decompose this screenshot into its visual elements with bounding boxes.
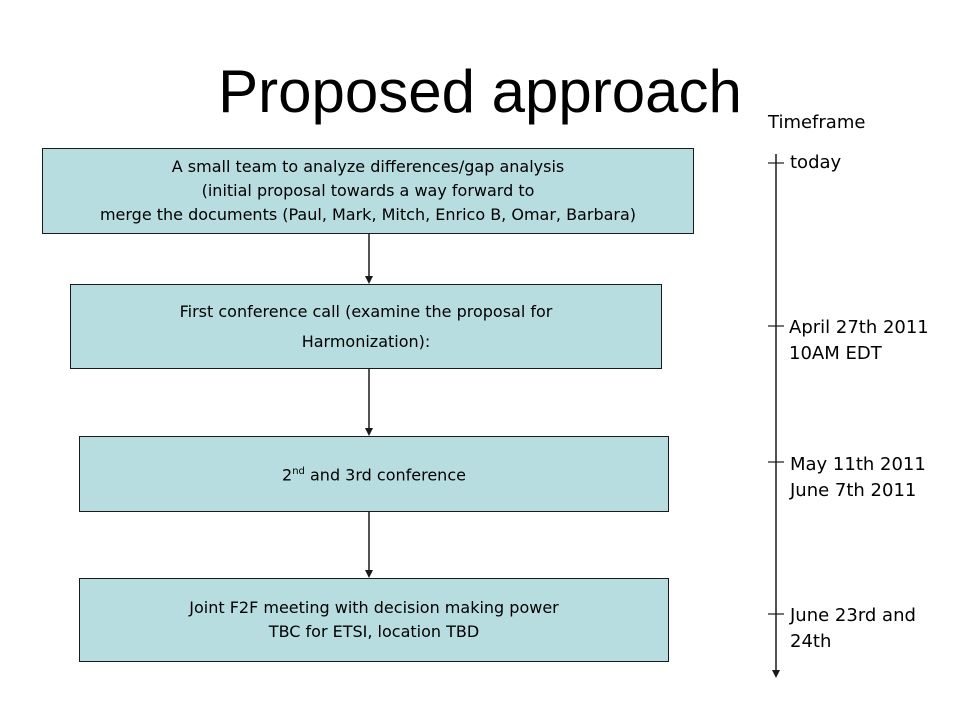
ordinal-number: 2 [282, 465, 293, 485]
ordinal-suffix: nd [292, 466, 305, 478]
step-text-line: Joint F2F meeting with decision making p… [189, 598, 559, 617]
milestone-label: April 27th 2011 10AM EDT [789, 315, 929, 367]
milestone-line: today [790, 152, 842, 173]
step-second-third-conference-box: 2nd and 3rd conference [79, 436, 669, 512]
timeframe-heading: Timeframe [768, 112, 866, 133]
step-f2f-meeting-box: Joint F2F meeting with decision making p… [79, 578, 669, 662]
step-gap-analysis-box: A small team to analyze differences/gap … [42, 148, 694, 234]
milestone-line: 24th [790, 631, 832, 652]
step-text-line: A small team to analyze differences/gap … [171, 157, 565, 176]
milestone-line: June 7th 2011 [790, 480, 917, 501]
step-text-line: First conference call (examine the propo… [179, 301, 553, 321]
slide-title: Proposed approach [218, 58, 742, 125]
milestone-label: June 23rd and 24th [790, 603, 916, 655]
step-text-line: (initial proposal towards a way forward … [201, 181, 535, 200]
step-text-line: merge the documents (Paul, Mark, Mitch, … [99, 205, 637, 224]
step-text-line: Harmonization): [301, 331, 431, 351]
milestone-line: May 11th 2011 [790, 454, 926, 475]
milestone-label: May 11th 2011 June 7th 2011 [790, 452, 926, 504]
milestone-line: 10AM EDT [789, 343, 882, 364]
step-first-call-box: First conference call (examine the propo… [70, 284, 662, 369]
milestone-line: June 23rd and [790, 605, 916, 626]
step-text-rest: and 3rd conference [304, 465, 466, 485]
milestone-line: April 27th 2011 [789, 317, 929, 338]
milestone-label: today [790, 150, 841, 176]
step-text-line: 2nd and 3rd conference [282, 460, 466, 487]
step-text-line: TBC for ETSI, location TBD [268, 622, 480, 641]
